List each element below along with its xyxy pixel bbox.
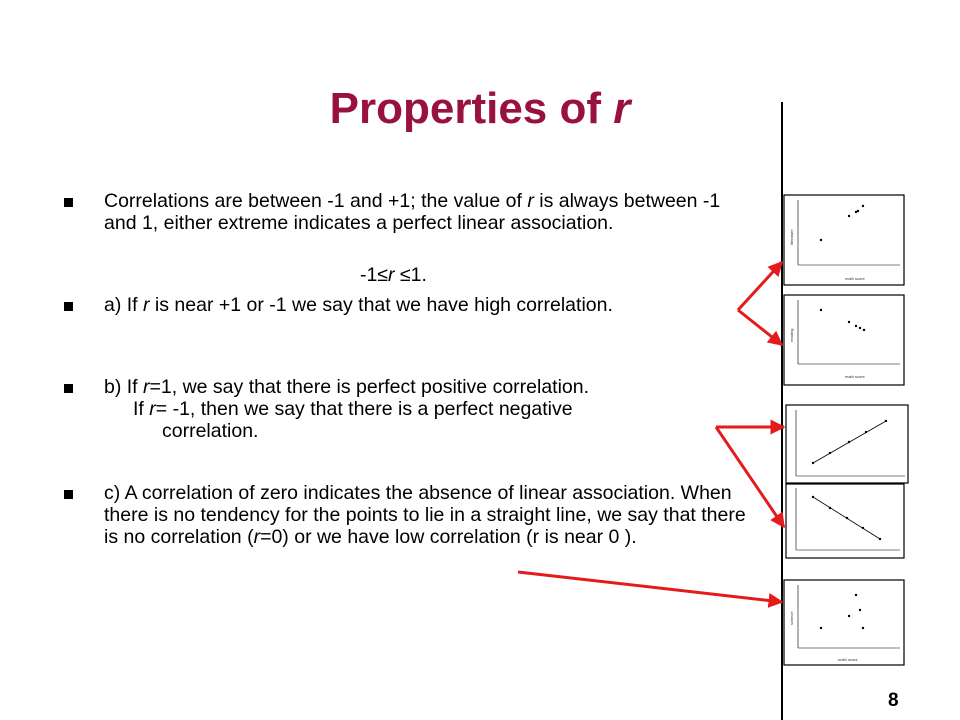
- arrow-icon: [736, 260, 784, 312]
- bullet-high-correlation: a) If r is near +1 or -1 we say that we …: [64, 294, 754, 316]
- bullet-text: c) A correlation of zero indicates the a…: [104, 482, 754, 548]
- bullet-text: Correlations are between -1 and +1; the …: [104, 190, 754, 234]
- text-span: correlation.: [162, 420, 259, 442]
- text-span: is near +1 or -1 we say that we have hig…: [149, 294, 613, 316]
- thumb-ylabel: reading: [789, 329, 794, 342]
- arrow-icon: [737, 308, 784, 347]
- arrow-icon: [714, 426, 786, 529]
- thumbnail-plot-negative: math score reading: [783, 294, 905, 386]
- bullet-square-icon: [64, 490, 73, 499]
- formula-variable: r: [388, 264, 395, 286]
- thumb-ylabel: science: [789, 611, 794, 625]
- divider-line: [781, 102, 783, 720]
- slide-title: Properties of r: [0, 84, 960, 134]
- thumb-xlabel: math score: [845, 276, 866, 281]
- thumbnail-plot-zero: math score science: [783, 579, 905, 666]
- variable-r: r: [143, 376, 150, 398]
- arrow-icon: [517, 570, 784, 608]
- page-number: 8: [888, 690, 899, 711]
- text-span: is always between -1 and 1, either extre…: [104, 190, 721, 234]
- text-span: =1, we say that there is perfect positiv…: [149, 376, 590, 398]
- bullet-square-icon: [64, 198, 73, 207]
- formula-op: ≤: [377, 264, 389, 286]
- bullet-text: a) If r is near +1 or -1 we say that we …: [104, 294, 754, 316]
- bullet-text: b) If r=1, we say that there is perfect …: [104, 376, 754, 442]
- title-variable: r: [613, 84, 631, 133]
- formula-range: -1≤r ≤1.: [360, 264, 427, 287]
- formula-op: ≤: [399, 264, 411, 286]
- text-span: If: [133, 398, 150, 420]
- bullet-perfect-correlation: b) If r=1, we say that there is perfect …: [64, 376, 754, 442]
- formula-left: -1: [360, 264, 378, 286]
- bullet-range: Correlations are between -1 and +1; the …: [64, 190, 754, 286]
- formula-right: 1.: [410, 264, 427, 286]
- bullet-square-icon: [64, 302, 73, 311]
- variable-r: r: [143, 294, 150, 316]
- thumb-ylabel: literature: [789, 229, 794, 245]
- text-span: a) If: [104, 294, 144, 316]
- thumb-xlabel: math score: [838, 657, 859, 662]
- red-arrows: [517, 260, 786, 608]
- thumbnail-plot-perfect-negative: [785, 483, 905, 559]
- text-span: = -1, then we say that there is a perfec…: [155, 398, 573, 420]
- text-span: =0) or we have low correlation (r is nea…: [260, 526, 637, 548]
- title-text: Properties of: [329, 84, 614, 133]
- bullet-zero-correlation: c) A correlation of zero indicates the a…: [64, 482, 754, 548]
- text-span: b) If: [104, 376, 144, 398]
- variable-r: r: [527, 190, 534, 212]
- variable-r: r: [253, 526, 261, 548]
- variable-r: r: [149, 398, 156, 420]
- bullet-square-icon: [64, 384, 73, 393]
- text-span: c) A correlation of zero indicates the a…: [104, 482, 746, 548]
- thumb-xlabel: math score: [845, 374, 866, 379]
- thumbnail-plot-perfect-positive: [785, 404, 909, 484]
- thumbnail-plot-positive: math score literature: [783, 194, 905, 286]
- text-span: Correlations are between -1 and +1; the …: [104, 190, 528, 212]
